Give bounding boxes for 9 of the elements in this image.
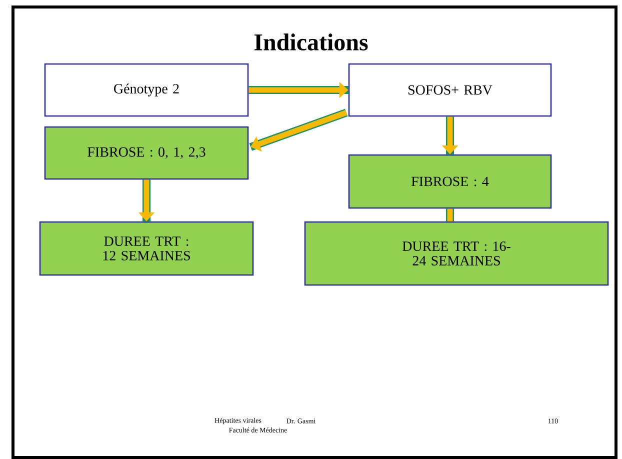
process-box: FIBROSE : 0, 1, 2,3 xyxy=(44,126,249,180)
title: Indications xyxy=(254,34,368,50)
process-box: DUREE TRT : 12 SEMAINES xyxy=(39,221,254,276)
block-arrow xyxy=(446,208,454,222)
block-arrow xyxy=(249,108,348,152)
process-box: DUREE TRT : 16-24 SEMAINES xyxy=(304,221,609,286)
process-box: FIBROSE : 4 xyxy=(348,154,552,209)
process-box: SOFOS+ RBV xyxy=(348,63,552,117)
process-box: Génotype 2 xyxy=(44,63,249,117)
